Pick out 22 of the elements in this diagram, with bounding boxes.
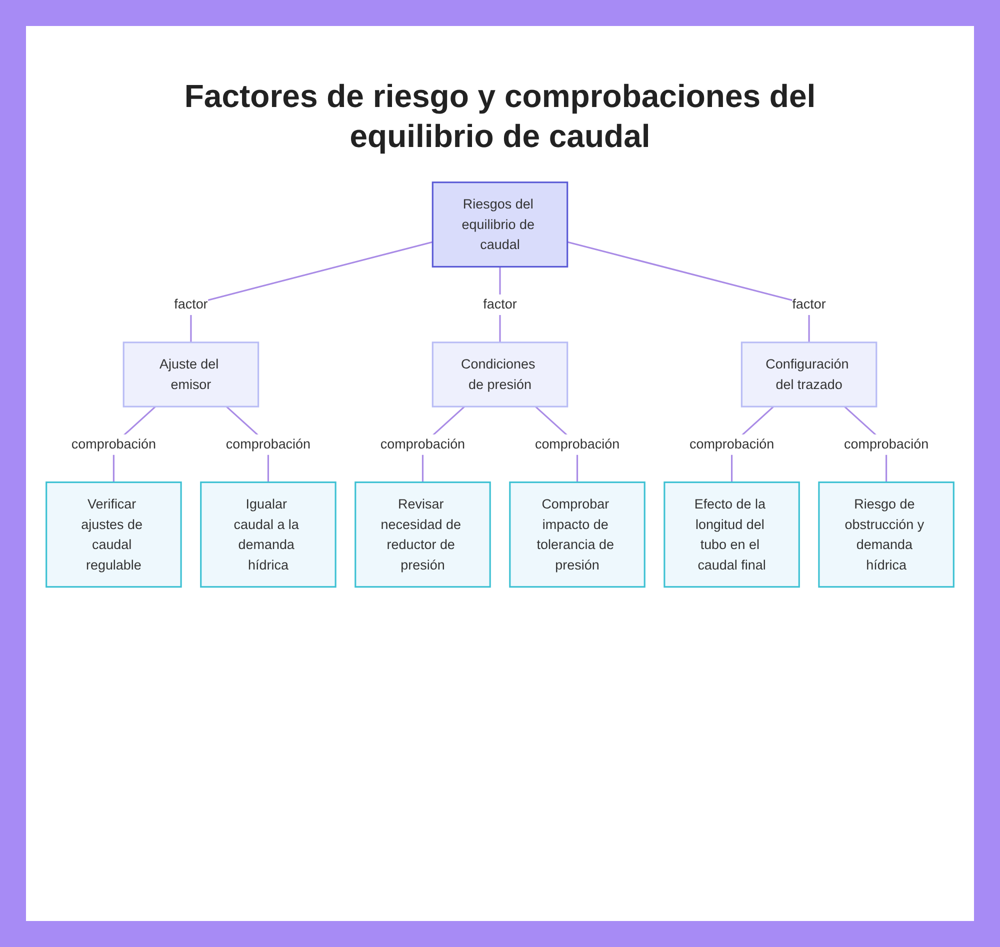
node-box: Igualar caudal a la demanda hídrica — [200, 481, 336, 588]
edge-label: comprobación — [844, 436, 929, 452]
node-box: Comprobar impacto de tolerancia de presión — [509, 481, 646, 588]
connector — [190, 241, 433, 342]
connector — [567, 241, 810, 342]
edge-label: factor — [483, 296, 517, 312]
node-box: Riesgo de obstrucción y demanda hídrica — [818, 481, 954, 588]
node-box: Ajuste del emisor — [122, 342, 260, 408]
edge-label: comprobación — [71, 436, 156, 452]
node-box: Configuración del trazado — [740, 342, 878, 408]
edge-label: comprobación — [226, 436, 311, 452]
diagram-title: Factores de riesgo y comprobaciones del equilibrio de caudal — [183, 77, 817, 156]
edge-label: factor — [792, 296, 826, 312]
edge-label: comprobación — [534, 436, 620, 452]
edge-label: factor — [174, 296, 208, 312]
node-box: Verificar ajustes de caudal regulable — [46, 481, 182, 588]
node-box: Riesgos del equilibrio de caudal — [432, 182, 568, 268]
node-box: Efecto de la longitud del tubo en el caudal final — [664, 481, 800, 588]
edge-label: comprobación — [689, 436, 774, 452]
node-box: Revisar necesidad de reductor de presión — [354, 481, 491, 588]
node-box: Condiciones de presión — [432, 342, 568, 408]
edge-label: comprobación — [380, 436, 466, 452]
